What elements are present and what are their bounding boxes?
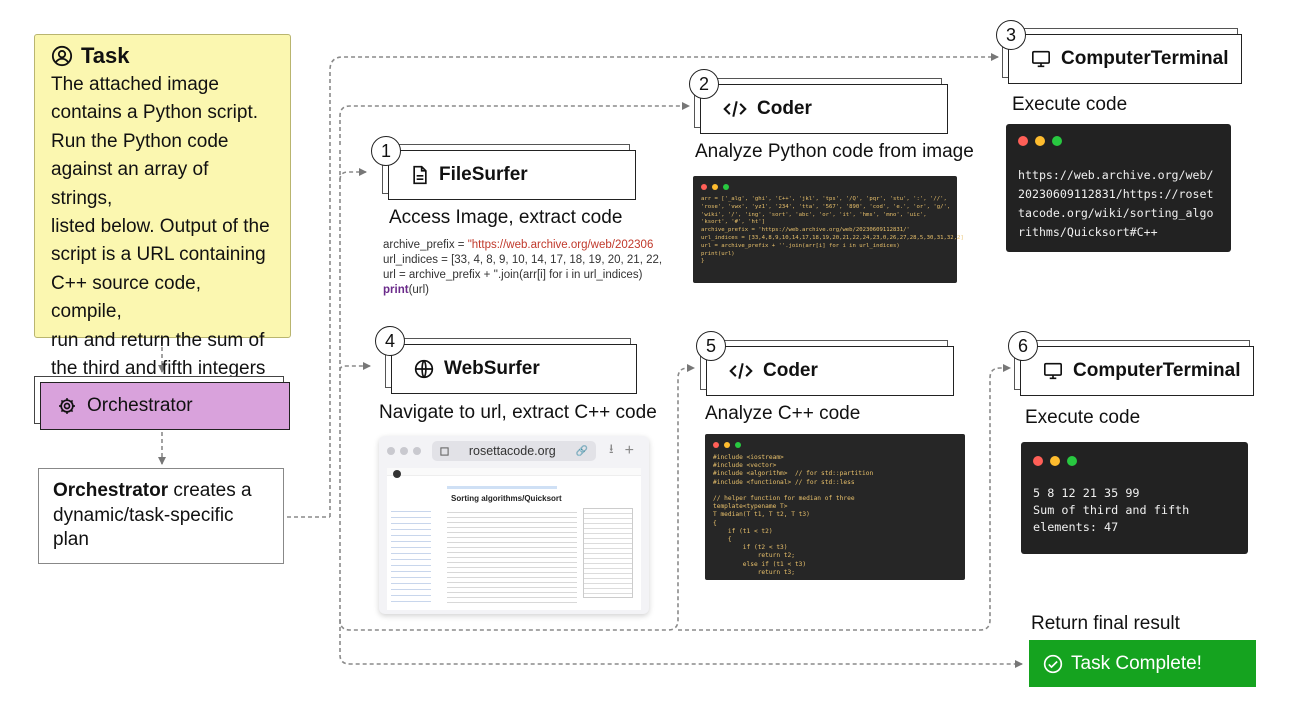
- task-complete-label: Task Complete!: [1071, 652, 1202, 674]
- cpp-code-image: #include <iostream> #include <vector> #i…: [705, 434, 965, 580]
- check-circle-icon: [1043, 654, 1063, 673]
- python-code: arr = ['_alg', 'ghi', 'C++', 'jkl', 'tps…: [701, 196, 964, 265]
- task-line: script is a URL containing: [51, 244, 266, 266]
- python-snippet: archive_prefix = "https://web.archive.or…: [383, 238, 662, 300]
- step-badge: 5: [696, 331, 726, 361]
- step-badge: 6: [1008, 331, 1038, 361]
- agent-websurfer: WebSurfer: [391, 344, 637, 394]
- task-line: The attached image: [51, 74, 219, 95]
- step-caption: Analyze Python code from image: [695, 141, 974, 162]
- terminal-output-1: https://web.archive.org/web/ 20230609112…: [1006, 124, 1231, 252]
- code-icon: [723, 101, 747, 117]
- url-text: rosettacode.org: [468, 444, 556, 458]
- snippet-string: "https://web.archive.org/web/202306: [467, 239, 654, 251]
- url-field: rosettacode.org 🔗: [432, 441, 596, 461]
- terminal-output-2: 5 8 12 21 35 99 Sum of third and fifth e…: [1021, 442, 1248, 554]
- python-code-image: arr = ['_alg', 'ghi', 'C++', 'jkl', 'tps…: [693, 176, 964, 283]
- arrow-to-filesurfer: [339, 168, 367, 181]
- agent-label: FileSurfer: [439, 164, 528, 185]
- step-badge: 3: [996, 20, 1026, 50]
- task-header: Task: [51, 43, 274, 69]
- agent-coder-2: Coder: [706, 346, 954, 396]
- step-caption: Navigate to url, extract C++ code: [379, 402, 657, 423]
- agent-label: Coder: [757, 98, 812, 119]
- agent-terminal-1: ComputerTerminal: [1008, 34, 1242, 84]
- agent-label: Coder: [763, 360, 818, 381]
- window-dots: [701, 184, 729, 190]
- task-line: against an array of strings,: [51, 159, 209, 209]
- web-page: Sorting algorithms/Quicksort: [387, 468, 641, 610]
- orchestrator-label: Orchestrator: [87, 395, 193, 416]
- plan-box: Orchestrator creates a dynamic/task-spec…: [38, 468, 284, 564]
- agent-terminal-2: ComputerTerminal: [1020, 346, 1254, 396]
- agent-label: ComputerTerminal: [1061, 48, 1229, 69]
- task-description: The attached image contains a Python scr…: [51, 71, 274, 412]
- cpp-code: #include <iostream> #include <vector> #i…: [713, 454, 874, 576]
- browser-toolbar: rosettacode.org 🔗 ⭳ +: [379, 436, 649, 466]
- browser-screenshot: rosettacode.org 🔗 ⭳ + Sorting algorithms…: [379, 436, 649, 614]
- agent-coder-1: Coder: [700, 84, 948, 134]
- task-complete-badge: Task Complete!: [1029, 640, 1256, 687]
- gear-icon: [59, 398, 75, 414]
- monitor-icon: [1044, 362, 1062, 380]
- file-icon: [413, 165, 427, 185]
- plan-line-2: dynamic/task-specific: [53, 504, 234, 526]
- snippet-text: archive_prefix =: [383, 239, 468, 251]
- task-line: Run the Python code: [51, 130, 229, 152]
- snippet-text: (url): [408, 284, 430, 296]
- terminal-text: https://web.archive.org/web/ 20230609112…: [1018, 168, 1214, 239]
- download-icon: ⭳: [609, 441, 614, 456]
- task-line: C++ source code, compile,: [51, 272, 201, 323]
- monitor-icon: [1032, 50, 1050, 68]
- snippet-keyword: print: [383, 284, 409, 296]
- window-dots: [713, 442, 741, 448]
- agent-label: ComputerTerminal: [1073, 360, 1241, 381]
- code-icon: [729, 363, 753, 379]
- orchestrator-box: Orchestrator: [40, 382, 290, 430]
- step-caption: Analyze C++ code: [705, 403, 861, 424]
- sidebar-icon: [440, 446, 449, 456]
- snippet-text: url = archive_prefix + ''.join(arr[i] fo…: [383, 269, 643, 281]
- task-line: run and return the sum of: [51, 329, 265, 351]
- arrow-to-task-complete: [339, 620, 1023, 668]
- task-box: Task The attached image contains a Pytho…: [34, 34, 291, 407]
- task-title: Task: [81, 43, 130, 68]
- step-badge: 4: [375, 326, 405, 356]
- window-dots: [1018, 136, 1062, 146]
- snippet-text: url_indices = [33, 4, 8, 9, 10, 14, 17, …: [383, 254, 663, 266]
- page-heading: Sorting algorithms/Quicksort: [451, 494, 562, 503]
- terminal-text: 5 8 12 21 35 99 Sum of third and fifth e…: [1033, 486, 1190, 534]
- step-badge: 2: [689, 69, 719, 99]
- step-caption: Execute code: [1012, 94, 1128, 115]
- step-caption: Access Image, extract code: [389, 207, 623, 228]
- plan-text: creates a: [168, 480, 252, 501]
- agent-filesurfer: FileSurfer: [388, 150, 636, 200]
- plan-line-3: plan: [53, 529, 89, 550]
- step-badge: 1: [371, 136, 401, 166]
- plan-bold: Orchestrator: [53, 480, 169, 501]
- user-icon: [51, 45, 73, 67]
- task-line: listed below. Output of the: [51, 216, 270, 238]
- step-caption: Execute code: [1025, 407, 1141, 428]
- globe-icon: [414, 359, 434, 379]
- arrow-to-websurfer: [339, 362, 371, 371]
- window-dots: [1033, 456, 1077, 466]
- agent-label: WebSurfer: [444, 358, 540, 379]
- final-caption: Return final result: [1031, 613, 1180, 634]
- plus-icon: +: [624, 442, 634, 459]
- task-line: contains a Python script.: [51, 102, 258, 124]
- link-icon: 🔗: [575, 445, 588, 457]
